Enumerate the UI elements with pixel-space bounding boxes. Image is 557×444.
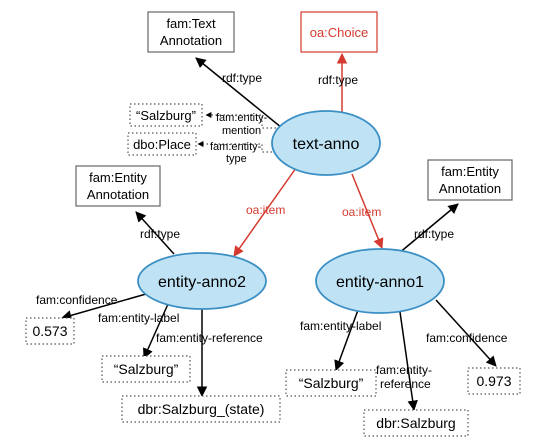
edge-entity1-label <box>334 309 359 371</box>
node-text-anno: text-anno <box>271 110 381 176</box>
literal-salzburg-top-text: “Salzburg” <box>136 108 196 123</box>
edge-text-anno-type <box>195 57 283 129</box>
box-entity-right-line2: Annotation <box>439 181 501 196</box>
edge-oa-item-left <box>233 167 297 257</box>
edge-entity1-reference <box>399 311 418 412</box>
literal-dbr-salzburg-text: dbr:Salzburg <box>376 415 455 431</box>
label-rdf-type-right: rdf:type <box>414 227 454 241</box>
literal-salzburg-left-text: “Salzburg” <box>114 361 179 377</box>
box-entity-left-line2: Annotation <box>87 187 149 202</box>
node-entity-anno2: entity-anno2 <box>137 252 267 310</box>
box-fam-entity-annotation-left: fam:Entity Annotation <box>75 165 161 207</box>
label-rdf-type-choice: rdf:type <box>318 73 358 87</box>
label-entity-label-right: fam:entity-label <box>300 319 381 333</box>
box-entity-left-line1: fam:Entity <box>89 170 147 185</box>
literal-dbo-place-text: dbo:Place <box>133 137 191 152</box>
label-entity-label-left: fam:entity-label <box>98 311 179 325</box>
label-entity-mention-1: fam:entity- <box>216 112 268 124</box>
label-entity-reference-left: fam:entity-reference <box>156 331 263 345</box>
node-entity-anno1: entity-anno1 <box>315 248 445 314</box>
literal-salzburg-right: “Salzburg” <box>285 369 377 397</box>
edge-entity2-confidence <box>60 293 147 321</box>
label-entity-type-1: fam:entity- <box>210 141 262 153</box>
node-entity-anno1-label: entity-anno1 <box>336 274 424 291</box>
literal-conf-right-text: 0.973 <box>476 373 511 389</box>
box-oa-choice-label: oa:Choice <box>310 25 369 40</box>
edge-entity1-confidence <box>435 299 497 367</box>
literal-salzburg-top: “Salzburg” <box>129 103 203 127</box>
edge-entity-mention <box>205 112 276 129</box>
label-oa-item-left: oa:item <box>246 203 285 217</box>
box-oa-choice: oa:Choice <box>300 11 378 53</box>
edge-entity2-type <box>135 211 175 255</box>
node-text-anno-label: text-anno <box>293 136 360 153</box>
edge-entity2-label <box>143 303 169 359</box>
literal-conf-right: 0.973 <box>467 367 521 395</box>
literal-conf-left: 0.573 <box>25 317 75 345</box>
box-fam-text-annotation: fam:Text Annotation <box>147 11 235 53</box>
label-entity-reference-right-1: fam:entity- <box>376 363 432 377</box>
literal-conf-left-text: 0.573 <box>32 323 67 339</box>
edge-oa-item-right <box>351 173 384 249</box>
box-fam-text-annotation-line1: fam:Text <box>166 16 216 31</box>
edge-entity1-type <box>397 203 459 255</box>
literal-salzburg-right-text: “Salzburg” <box>299 375 364 391</box>
literal-dbr-salzburg-state-text: dbr:Salzburg_(state) <box>138 401 265 417</box>
literal-dbr-salzburg: dbr:Salzburg <box>363 409 469 437</box>
literal-dbr-salzburg-state: dbr:Salzburg_(state) <box>121 395 281 423</box>
node-entity-anno2-label: entity-anno2 <box>158 274 246 291</box>
literal-salzburg-left: “Salzburg” <box>101 355 191 383</box>
box-fam-text-annotation-line2: Annotation <box>160 33 222 48</box>
label-rdf-type-left: rdf:type <box>140 227 180 241</box>
label-confidence-right: fam:confidence <box>426 331 508 345</box>
label-rdf-type-text: rdf:type <box>222 71 262 85</box>
label-entity-mention-2: mention <box>222 125 261 137</box>
label-confidence-left: fam:confidence <box>36 293 118 307</box>
box-fam-entity-annotation-right: fam:Entity Annotation <box>427 159 513 201</box>
literal-dbo-place: dbo:Place <box>127 132 197 156</box>
label-entity-type-2: type <box>226 153 247 165</box>
box-entity-right-line1: fam:Entity <box>441 164 499 179</box>
label-entity-reference-right-2: reference <box>380 377 431 391</box>
label-oa-item-right: oa:item <box>342 205 381 219</box>
